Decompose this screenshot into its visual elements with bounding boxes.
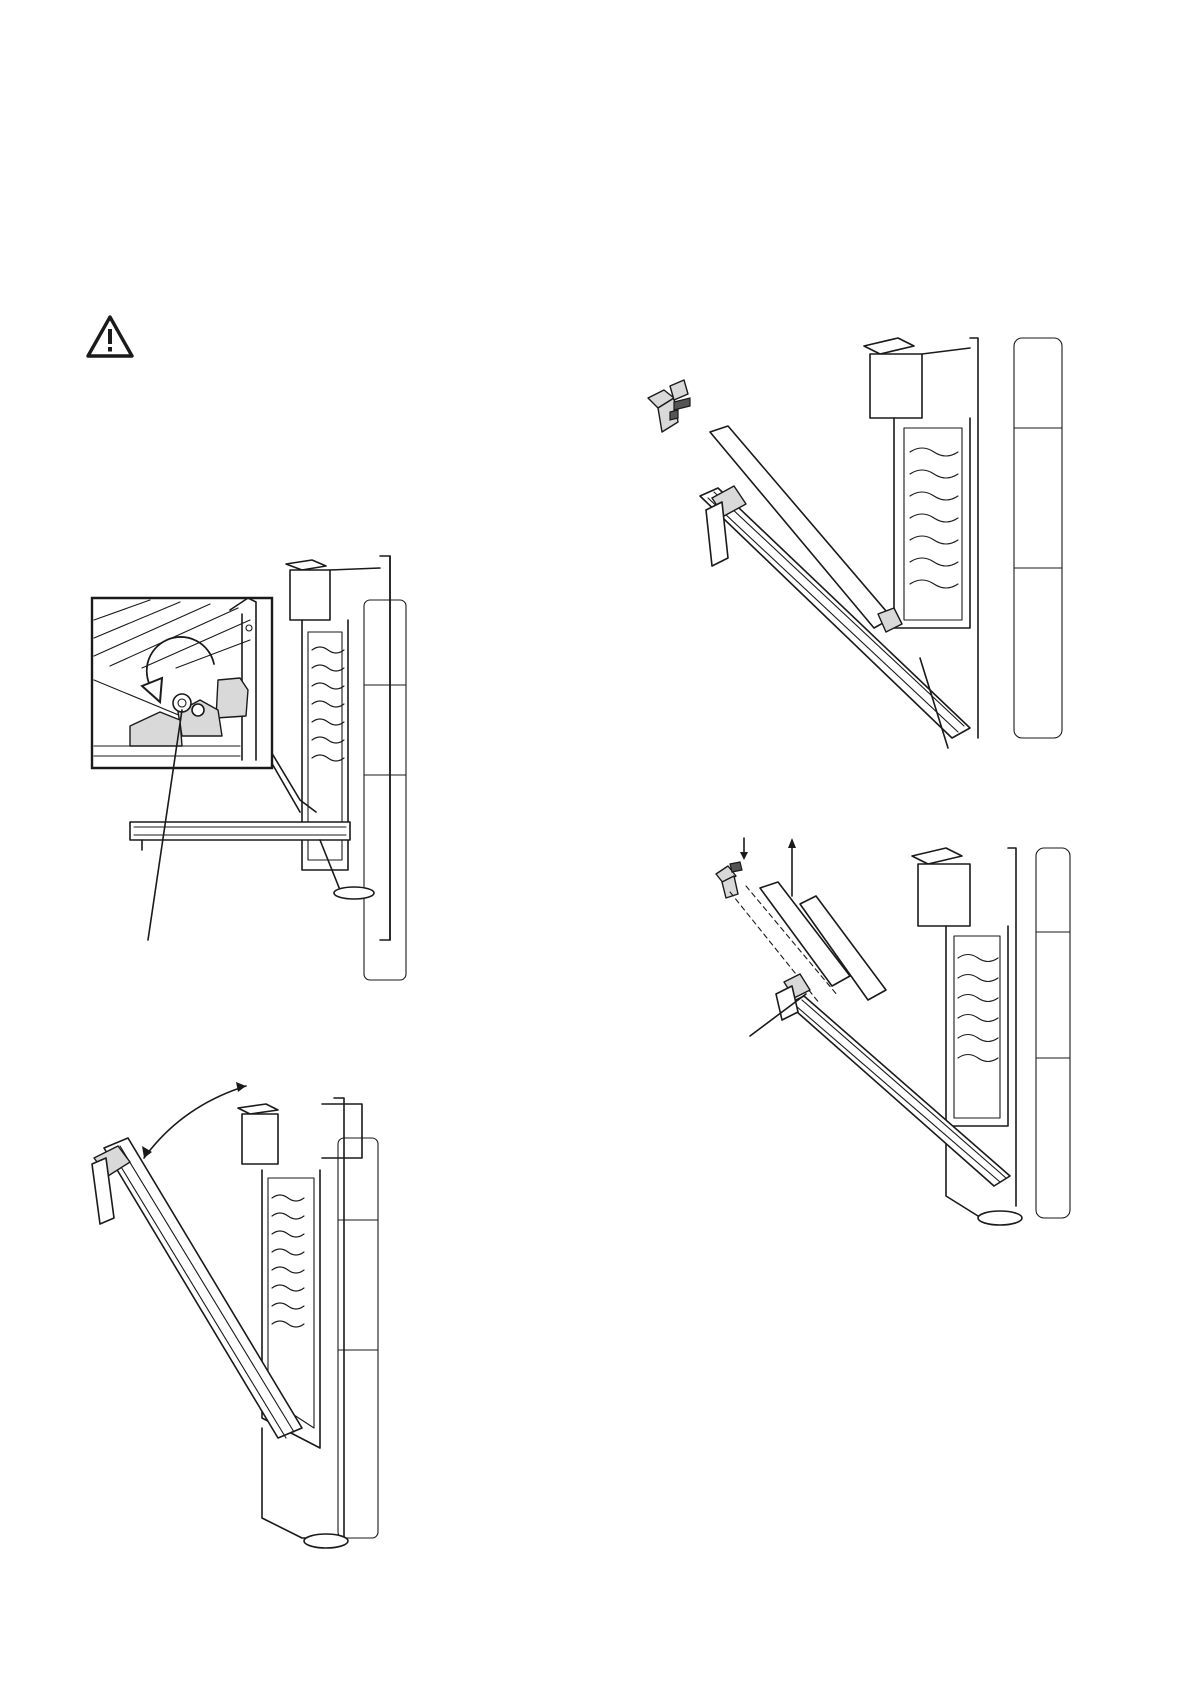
hinge-detail-illustration xyxy=(90,550,420,950)
glass-clip-icon xyxy=(648,380,690,432)
warning-triangle-icon xyxy=(86,315,134,359)
glass-refit-illustration xyxy=(700,836,1072,1236)
door-lifted-illustration xyxy=(82,1098,402,1548)
glass-clip-icon xyxy=(716,862,742,898)
door-glass-removal-illustration xyxy=(630,328,1070,748)
